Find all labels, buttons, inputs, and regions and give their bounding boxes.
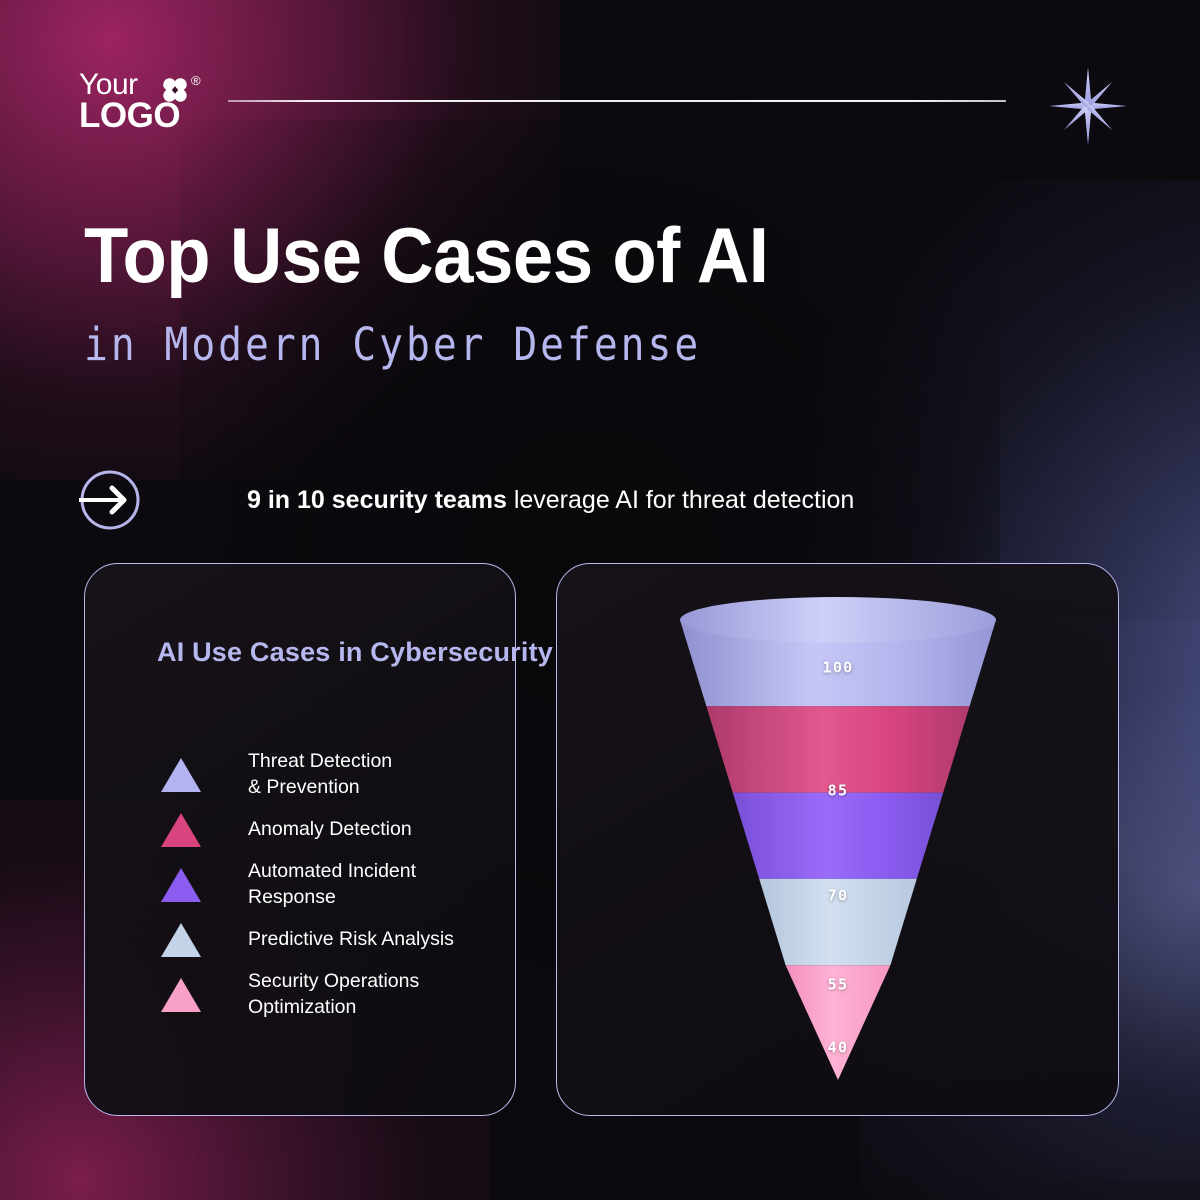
eight-point-star-icon [1046, 64, 1130, 148]
poster-header: Your ® LOGO [0, 0, 1200, 170]
triangle-marker-icon [157, 756, 203, 794]
funnel-value-label-1: 100 [822, 658, 854, 677]
callout-text: 9 in 10 security teams leverage AI for t… [247, 485, 854, 515]
callout-rest-text: leverage AI for threat detection [506, 486, 855, 514]
list-item[interactable]: Predictive Risk Analysis [157, 918, 487, 962]
list-item[interactable]: Threat Detection & Prevention [157, 748, 487, 802]
triangle-marker-icon [157, 811, 203, 849]
logo-text-logo: LOGO [79, 96, 181, 135]
logo-text-your: Your [79, 68, 138, 101]
funnel-chart-svg [680, 597, 996, 1080]
triangle-marker-icon [157, 921, 203, 959]
funnel-value-label-5: 40 [827, 1038, 849, 1057]
legend-item-label: Threat Detection & Prevention [248, 750, 393, 798]
funnel-segment-2[interactable] [706, 706, 970, 793]
funnel-top-cap [680, 597, 996, 643]
funnel-value-label-2: 85 [827, 781, 849, 800]
legend-list: Threat Detection & Prevention Anomaly De… [157, 748, 487, 1028]
funnel-value-label-3: 70 [827, 886, 849, 905]
funnel-segment-1[interactable] [680, 620, 996, 707]
legend-item-label: Security Operations Optimization [248, 970, 420, 1018]
legend-item-label: Predictive Risk Analysis [248, 928, 454, 951]
triangle-marker-icon [157, 976, 203, 1014]
funnel-chart: 100 85 70 55 40 [556, 563, 1119, 1116]
list-item[interactable]: Automated Incident Response [157, 858, 487, 912]
page-subtitle: in Modern Cyber Defense [84, 318, 702, 371]
legend-item-label: Automated Incident Response [248, 860, 417, 908]
brand-logo: Your ® LOGO [79, 68, 204, 135]
callout-stat: 9 in 10 security teams leverage AI for t… [77, 468, 979, 532]
legend-item-label: Anomaly Detection [248, 818, 412, 841]
triangle-marker-icon [157, 866, 203, 904]
legend-card-title: AI Use Cases in Cybersecurity [157, 637, 553, 667]
list-item[interactable]: Anomaly Detection [157, 808, 487, 852]
page-title: Top Use Cases of AI [84, 211, 769, 299]
list-item[interactable]: Security Operations Optimization [157, 968, 487, 1022]
callout-bold-text: 9 in 10 security teams [247, 486, 507, 514]
funnel-segment-3[interactable] [732, 792, 944, 879]
arrow-right-circle-icon [77, 468, 147, 532]
header-divider-line [228, 100, 1006, 102]
clover-mark-icon [162, 77, 188, 103]
funnel-segment-4[interactable] [759, 878, 917, 966]
funnel-segments [680, 597, 996, 1080]
funnel-value-label-4: 55 [827, 975, 849, 994]
legend-card [84, 563, 516, 1116]
registered-trademark-symbol: ® [191, 73, 201, 88]
funnel-segment-5[interactable] [785, 965, 891, 1080]
